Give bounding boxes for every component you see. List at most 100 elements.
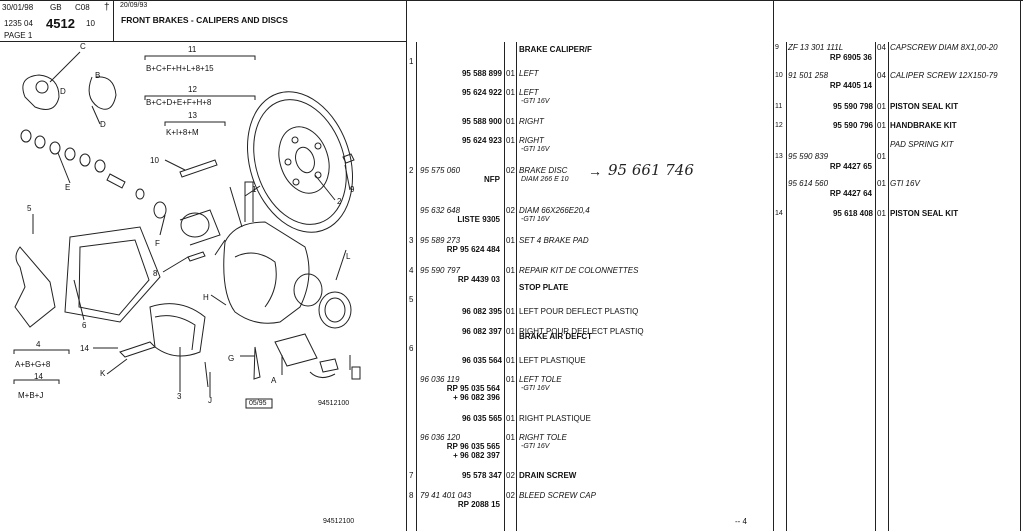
callout-B: B <box>95 71 101 80</box>
column-divider-8 <box>888 42 889 531</box>
part-number: 95 578 347 <box>461 471 502 480</box>
part-number: 95 588 899 <box>461 69 502 78</box>
rp-number: RP 4427 65 <box>829 162 872 171</box>
formula-14-num: 14 <box>34 372 43 381</box>
description: BRAKE CALIPER/F <box>519 45 592 54</box>
description: LEFT <box>519 88 539 97</box>
row-index: 12 <box>775 122 783 129</box>
description: CALIPER SCREW 12X150-79 <box>890 71 998 80</box>
quantity: 01 <box>506 236 515 245</box>
part-number: 95 632 648 <box>420 206 461 215</box>
header-ref-suffix: 10 <box>86 19 95 28</box>
part-number: 95 590 839 <box>788 152 829 161</box>
row-index: 1 <box>409 57 414 66</box>
row-index: 6 <box>409 344 414 353</box>
quantity: 02 <box>506 491 515 500</box>
quantity: 01 <box>506 69 515 78</box>
row-index: 11 <box>775 103 783 110</box>
column-divider-1 <box>406 0 407 531</box>
row-index: 9 <box>775 44 779 51</box>
header-code: C08 <box>75 3 90 12</box>
callout-A: A <box>271 376 277 385</box>
callout-G: G <box>228 354 235 363</box>
column-divider-4 <box>516 42 517 531</box>
header-ref-prefix: 1235 04 <box>4 19 33 28</box>
description: LEFT <box>519 69 539 78</box>
quantity: 02 <box>506 206 515 215</box>
description: DIAM 66X266E20,4 <box>519 206 590 215</box>
description: PISTON SEAL KIT <box>890 209 959 218</box>
description: BLEED SCREW CAP <box>519 491 596 500</box>
plus-number: + 96 082 397 <box>453 451 500 460</box>
part-number: 96 036 119 <box>420 375 460 384</box>
quantity: 01 <box>877 179 886 188</box>
arrow-icon: → <box>588 163 602 179</box>
part-number: 96 082 397 <box>461 327 502 336</box>
part-number: 79 41 401 043 <box>420 491 472 500</box>
quantity: 01 <box>506 136 515 145</box>
quantity: 01 <box>506 375 515 384</box>
row-index: 8 <box>409 491 414 500</box>
column-divider-6 <box>786 42 787 531</box>
formula-14: M+B+J <box>18 391 44 400</box>
callout-M: 14 <box>80 344 89 353</box>
description: RIGHT POUR DEFLECT PLASTIQ <box>519 327 644 336</box>
description-sub: -GTI 16V <box>521 443 550 450</box>
plus-number: + 96 082 396 <box>453 393 500 402</box>
quantity: 02 <box>506 166 515 175</box>
formula-13: K+I+8+M <box>166 128 199 137</box>
row-index: 4 <box>409 266 414 275</box>
description: RIGHT PLASTIQUE <box>519 414 591 423</box>
description: LEFT POUR DEFLECT PLASTIQ <box>519 307 639 316</box>
callout-L: L <box>346 252 351 261</box>
quantity: 01 <box>506 266 515 275</box>
caliper-body <box>223 221 310 324</box>
callout-2: 2 <box>337 197 342 206</box>
part-number: 96 082 395 <box>461 307 502 316</box>
quantity: 01 <box>877 102 886 111</box>
part-number: 95 590 796 <box>832 121 873 130</box>
part-number: 95 588 900 <box>461 117 502 126</box>
quantity: 01 <box>506 117 515 126</box>
header-rule <box>0 41 406 42</box>
callout-8: 8 <box>153 269 158 278</box>
quantity: 01 <box>506 307 515 316</box>
rp-number: RP 95 624 484 <box>446 245 500 254</box>
quantity: 01 <box>877 209 886 218</box>
right-border <box>1020 0 1021 531</box>
part-number: 95 575 060 <box>420 166 461 175</box>
callout-K: K <box>100 369 106 378</box>
header-date2: 20/09/93 <box>120 2 148 9</box>
diagram-date-box: 05/95 <box>249 400 267 407</box>
quantity: 02 <box>506 471 515 480</box>
rp-number: RP 4405 14 <box>829 81 872 90</box>
formula-4: A+B+G+8 <box>15 360 51 369</box>
description: HANDBRAKE KIT <box>890 121 957 130</box>
header-date: 30/01/98 <box>2 3 34 12</box>
callout-5: 5 <box>27 204 32 213</box>
formula-11-num: 11 <box>188 45 197 54</box>
page-title: FRONT BRAKES - CALIPERS AND DISCS <box>121 15 288 25</box>
callout-3: 3 <box>177 392 182 401</box>
description: PAD SPRING KIT <box>890 140 954 149</box>
quantity: 01 <box>506 414 515 423</box>
row-index: 13 <box>775 153 783 160</box>
exploded-diagram <box>13 51 361 409</box>
formula-12-num: 12 <box>188 85 197 94</box>
callout-H: H <box>203 293 209 302</box>
description-sub: -GTI 16V <box>521 385 550 392</box>
part-number: 95 589 273 <box>420 236 461 245</box>
callout-6: 6 <box>82 321 87 330</box>
callout-D: D <box>60 87 66 96</box>
description-sub: -GTI 16V <box>521 146 550 153</box>
rp-number: RP 4427 64 <box>829 189 872 198</box>
part-number: 91 501 258 <box>788 71 829 80</box>
description: RIGHT <box>519 117 544 126</box>
callout-J: J <box>208 396 212 405</box>
part-number: 95 590 798 <box>832 102 873 111</box>
row-index: 2 <box>409 166 414 175</box>
description-sub: DIAM 266 E 10 <box>521 176 569 183</box>
brake-disc <box>246 91 354 233</box>
diagram-ref: 94512100 <box>318 400 350 407</box>
row-index: 14 <box>775 210 783 217</box>
